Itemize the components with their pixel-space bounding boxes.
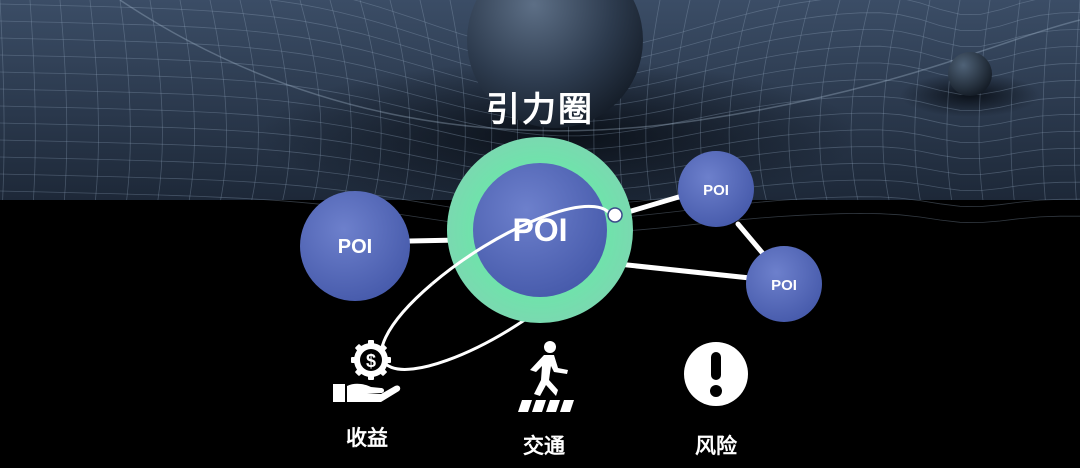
risk-icon <box>684 342 748 406</box>
feature-label-traffic: 交通 <box>523 435 565 458</box>
small-planet-sphere <box>948 52 992 96</box>
poi-label-left: POI <box>338 236 372 258</box>
orbit-satellite-dot <box>607 207 623 223</box>
feature-traffic: 交通 <box>474 340 614 460</box>
poi-label-bottom-right: POI <box>771 277 797 294</box>
revenue-icon: $ <box>333 340 401 402</box>
feature-label-risk: 风险 <box>695 435 737 458</box>
orbit-ring-front <box>431 204 614 285</box>
feature-label-revenue: 收益 <box>346 427 388 450</box>
poi-node-left: POI <box>300 191 410 301</box>
link-center-bottomright <box>615 261 753 281</box>
link-topright-bottomright <box>735 221 768 259</box>
diagram-title: 引力圈 <box>486 91 594 129</box>
feature-revenue: $ 收益 <box>297 340 437 452</box>
planet-sphere <box>467 0 643 128</box>
traffic-icon <box>518 341 574 412</box>
poi-label-center: POI <box>512 212 567 248</box>
poi-node-center: POI <box>379 137 633 371</box>
poi-label-top-right: POI <box>703 182 729 199</box>
poi-node-bottom-right: POI <box>746 246 822 322</box>
feature-risk: 风险 <box>646 340 786 460</box>
svg-text:$: $ <box>366 351 376 371</box>
poi-node-top-right: POI <box>678 151 754 227</box>
